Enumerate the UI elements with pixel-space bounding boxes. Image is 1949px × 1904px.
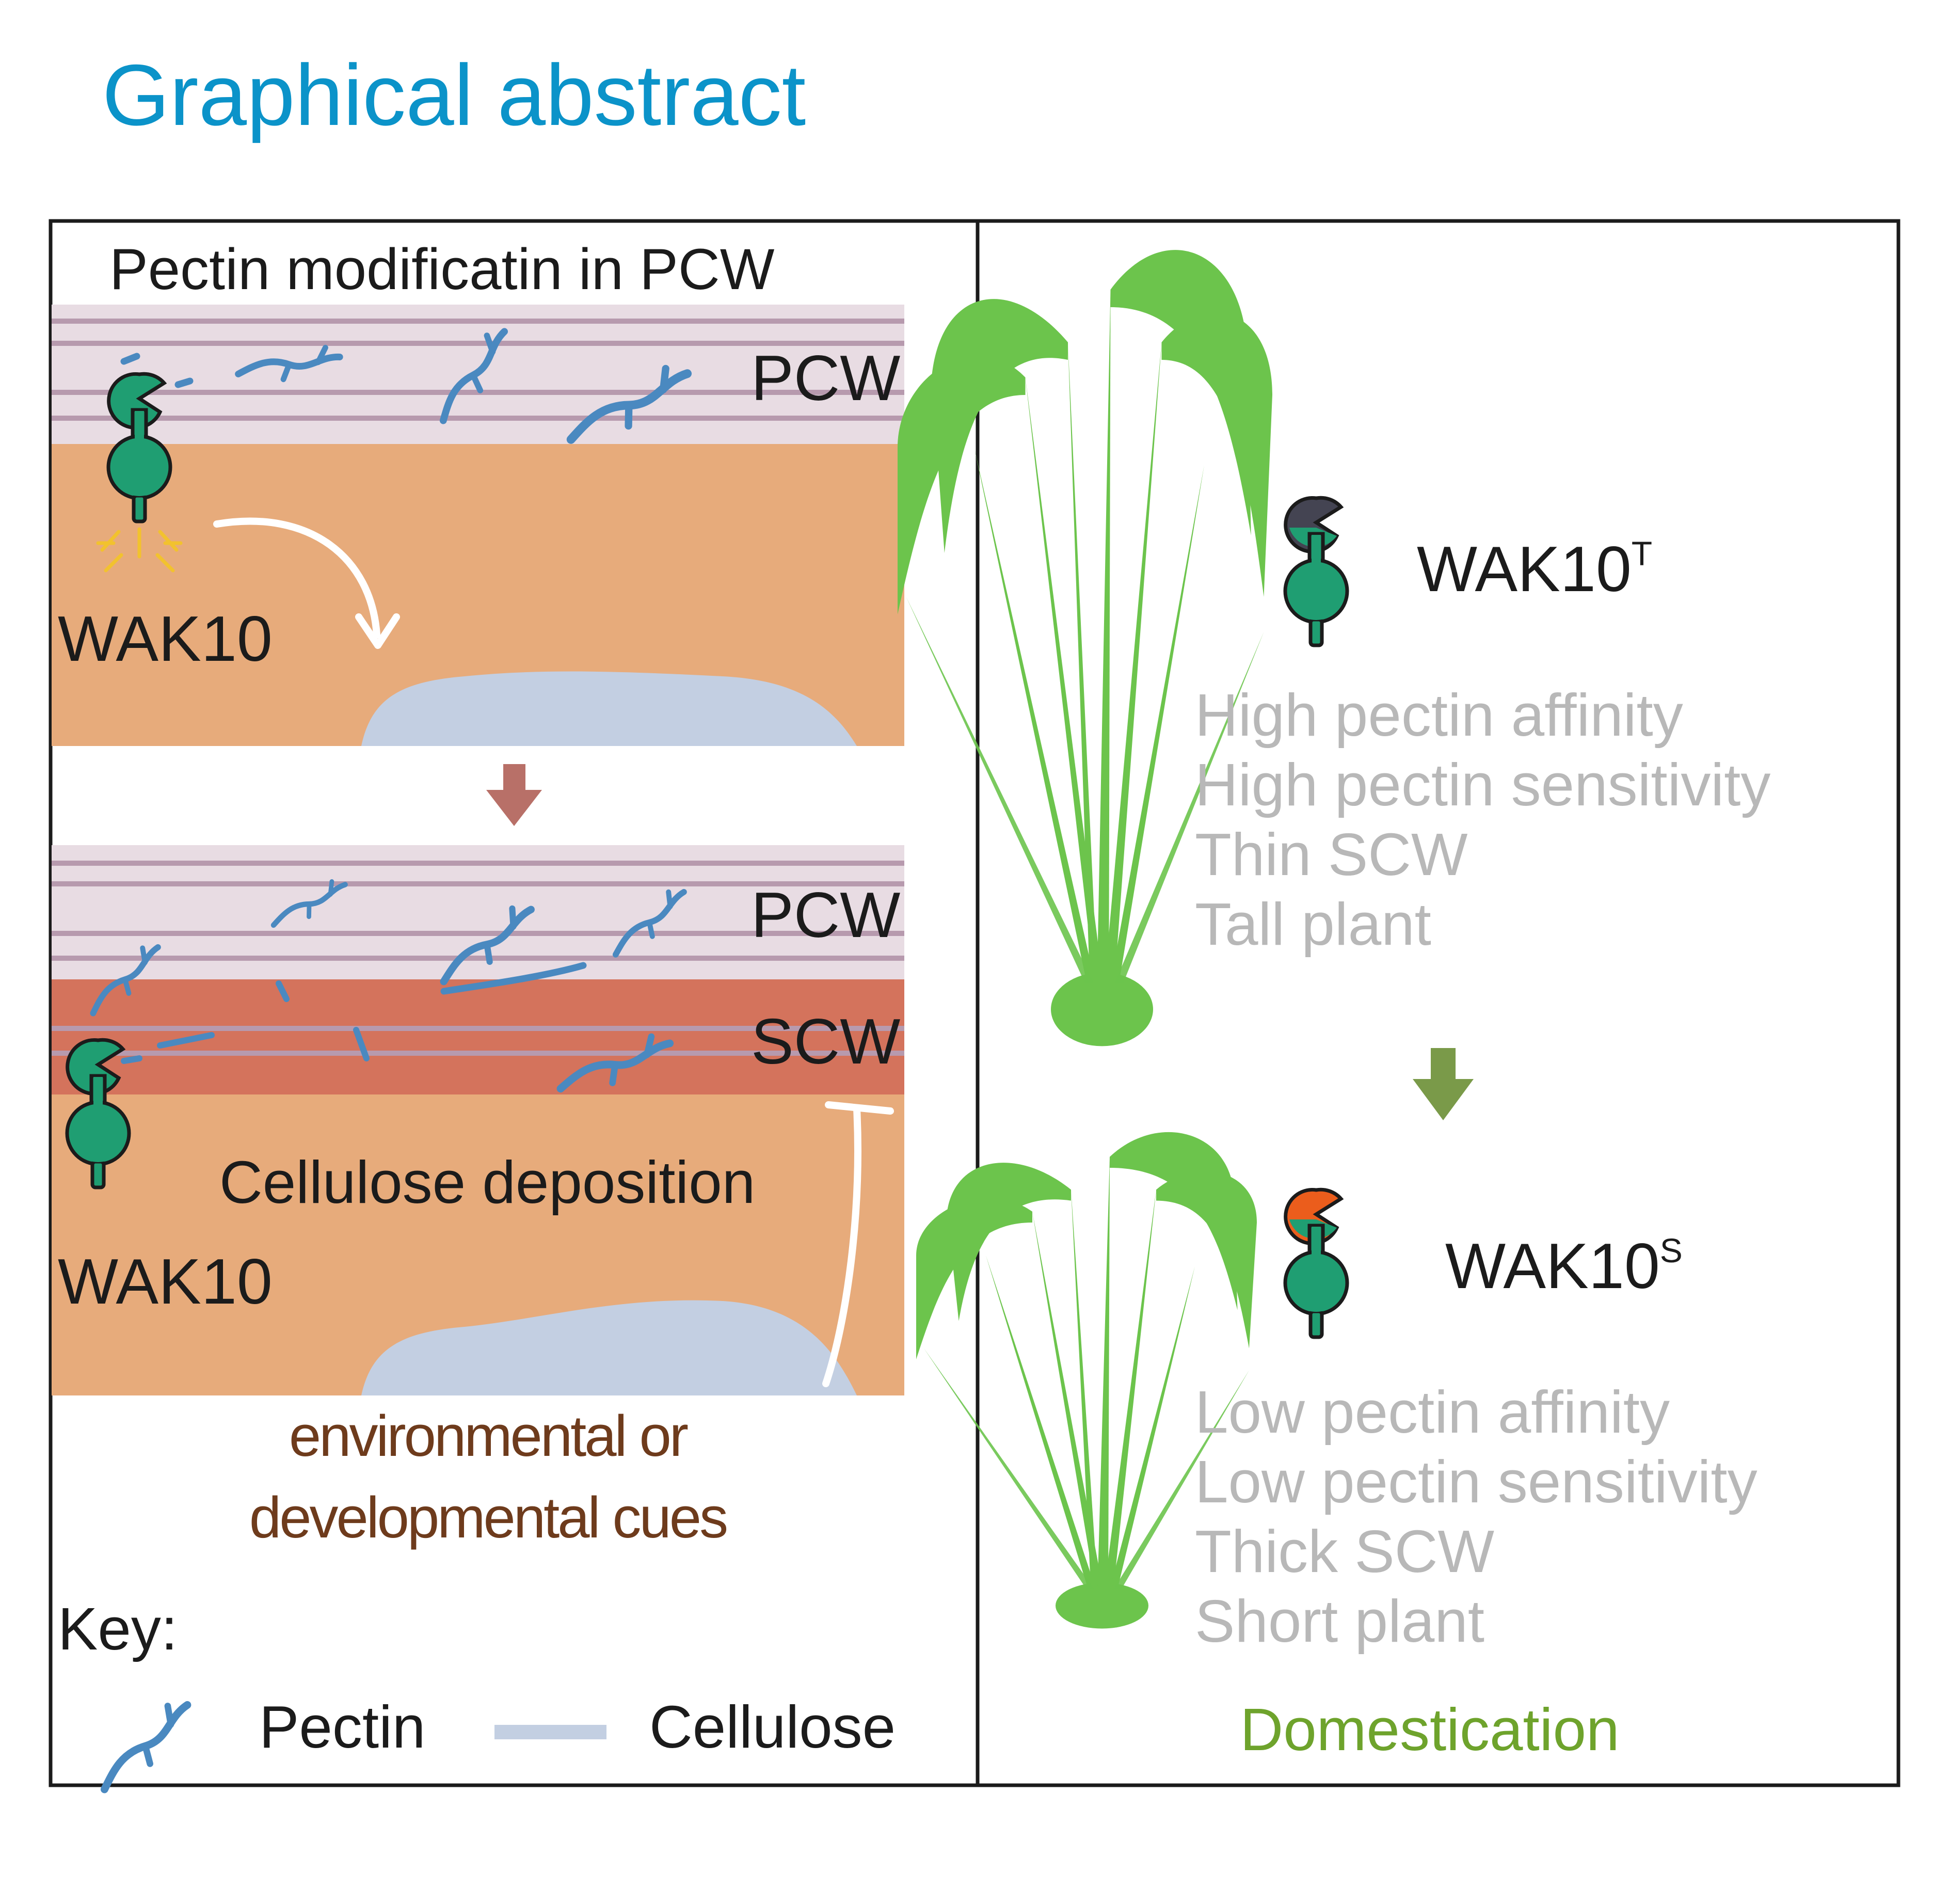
short-variant-traits: Low pectin affinity Low pectin sensitivi… — [1195, 1378, 1758, 1655]
trait-line: Tall plant — [1195, 891, 1431, 958]
key-pectin-label: Pectin — [259, 1693, 425, 1760]
pectin-fragment — [157, 1032, 215, 1049]
trait-line: Thin SCW — [1195, 821, 1468, 888]
trait-line: Short plant — [1195, 1588, 1484, 1655]
pectin-fragment — [440, 962, 587, 995]
bottom-scene: PCW SCW Cellulose deposition WAK10 — [52, 845, 904, 1395]
domestication-arrow-icon — [1413, 1048, 1474, 1120]
scw-label: SCW — [751, 1006, 900, 1077]
signal-arrowhead-icon — [355, 613, 400, 649]
trait-line: High pectin sensitivity — [1195, 751, 1770, 818]
trait-line: Low pectin sensitivity — [1195, 1448, 1758, 1515]
pectin-fragment — [174, 377, 194, 388]
key-title: Key: — [58, 1595, 178, 1662]
cellulose-blob-top — [361, 671, 857, 746]
pcw-lines-bottom — [52, 861, 904, 961]
cellulose-blob-bottom — [361, 1300, 857, 1395]
wak10-s-label: WAK10S — [1445, 1231, 1683, 1302]
pectin-fragment — [353, 1027, 370, 1061]
down-arrow-icon — [486, 764, 542, 826]
cellulose-deposition-label: Cellulose deposition — [219, 1149, 755, 1216]
domestication-label: Domestication — [1240, 1696, 1620, 1763]
page-title: Graphical abstract — [102, 46, 806, 144]
trait-line: High pectin affinity — [1195, 681, 1683, 749]
key-cellulose-label: Cellulose — [649, 1693, 896, 1760]
tall-variant-traits: High pectin affinity High pectin sensiti… — [1195, 681, 1770, 958]
cue-label-line2: developmental cues — [249, 1485, 726, 1550]
pectin-fragment — [121, 1055, 142, 1064]
top-scene-title: Pectin modificatin in PCW — [109, 237, 775, 302]
cue-label-line1: environmental or — [289, 1404, 688, 1468]
scw-lines — [52, 1026, 904, 1056]
pectin-fragment — [276, 980, 290, 1002]
activation-burst-icon — [96, 527, 183, 573]
inhibition-bar-icon — [825, 1101, 894, 1115]
top-scene: Pectin modificatin in PCW PCW WAK10 — [52, 237, 904, 746]
pectin-fragment — [120, 353, 140, 365]
inhibition-arrow-icon — [822, 1105, 861, 1387]
wak10-t-label: WAK10T — [1417, 534, 1652, 605]
wak10-label-top: WAK10 — [58, 604, 273, 675]
trait-line: Thick SCW — [1195, 1518, 1495, 1585]
wak10-label-bottom: WAK10 — [58, 1246, 273, 1318]
signal-arrow-icon — [213, 517, 380, 639]
pcw-lines-top — [52, 319, 904, 421]
wak10-t-receptor — [1283, 496, 1349, 647]
pcw-label-top: PCW — [751, 343, 900, 414]
wak10-s-receptor — [1283, 1187, 1349, 1339]
trait-line: Low pectin affinity — [1195, 1378, 1670, 1446]
pcw-label-bottom: PCW — [751, 880, 900, 951]
